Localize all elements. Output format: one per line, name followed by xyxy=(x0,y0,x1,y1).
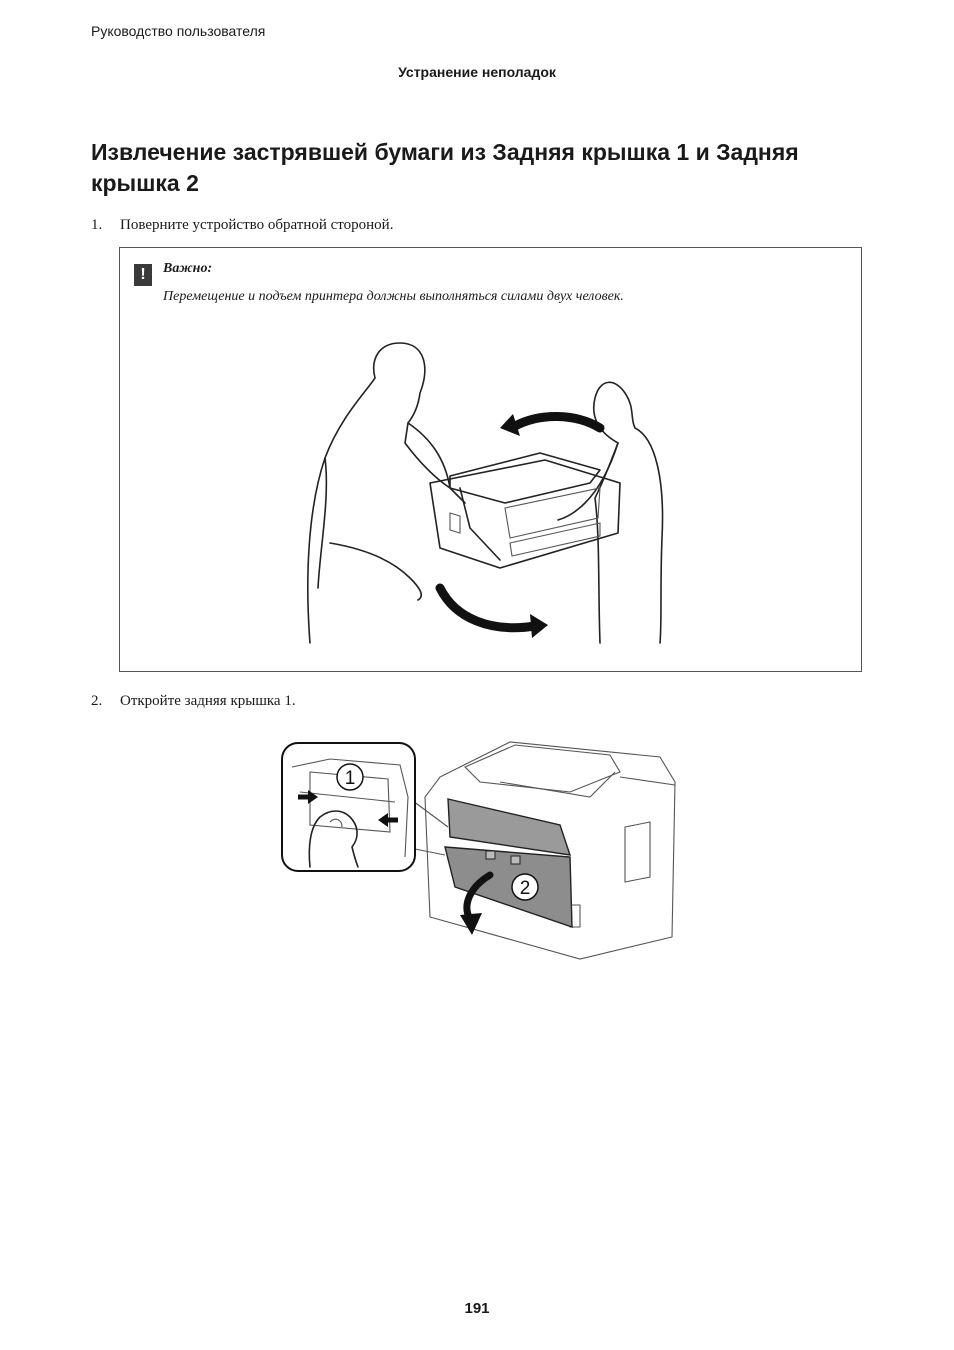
step-2: 2. Откройте задняя крышка 1. xyxy=(91,693,296,710)
notice-title: Важно: xyxy=(163,261,213,276)
step-text: Поверните устройство обратной стороной. xyxy=(120,217,394,233)
notice-text: Перемещение и подъем принтера должны вып… xyxy=(163,289,624,304)
section-header: Устранение неполадок xyxy=(398,64,556,80)
callout-2: 2 xyxy=(520,878,531,899)
step-number: 2. xyxy=(91,693,103,709)
two-person-lift-illustration xyxy=(307,342,664,644)
rear-cover-flap xyxy=(447,798,572,856)
rear-cover-1 xyxy=(444,846,573,928)
important-notice: ! Важно: Перемещение и подъем принтера д… xyxy=(119,247,862,672)
step-text: Откройте задняя крышка 1. xyxy=(120,693,296,709)
running-header: Руководство пользователя xyxy=(91,23,266,39)
step-1: 1. Поверните устройство обратной стороной… xyxy=(91,217,393,234)
page-number: 191 xyxy=(464,1300,490,1317)
open-rear-cover-illustration: 2 1 xyxy=(281,741,676,960)
step-number: 1. xyxy=(91,217,103,233)
callout-1: 1 xyxy=(345,768,356,789)
page-title: Извлечение застрявшей бумаги из Задняя к… xyxy=(91,139,799,196)
exclamation-icon: ! xyxy=(134,264,152,286)
